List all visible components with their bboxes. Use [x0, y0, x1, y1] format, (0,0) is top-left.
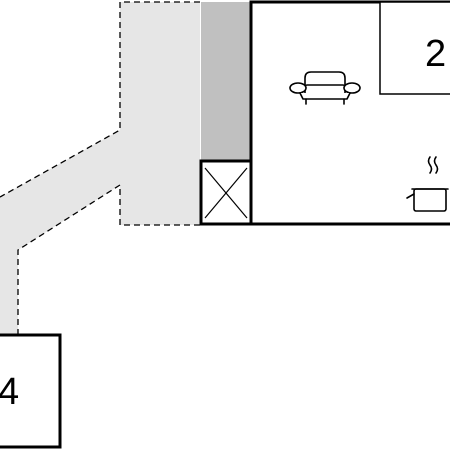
stairwell-icon: [199, 159, 253, 226]
sofa-icon: [289, 71, 361, 105]
room-4-number: 4: [0, 371, 19, 413]
room-4: 4: [0, 333, 62, 449]
room-2: 2: [379, 1, 450, 95]
terrace-fill: [0, 2, 200, 335]
terrace-outline-lower: [17, 183, 200, 335]
terrace-outline-upper: [0, 1, 200, 198]
cooking-pot-icon: [406, 156, 449, 212]
balcony-strip: [201, 2, 250, 161]
terrace-area: [0, 1, 200, 335]
room-2-number: 2: [425, 33, 446, 75]
